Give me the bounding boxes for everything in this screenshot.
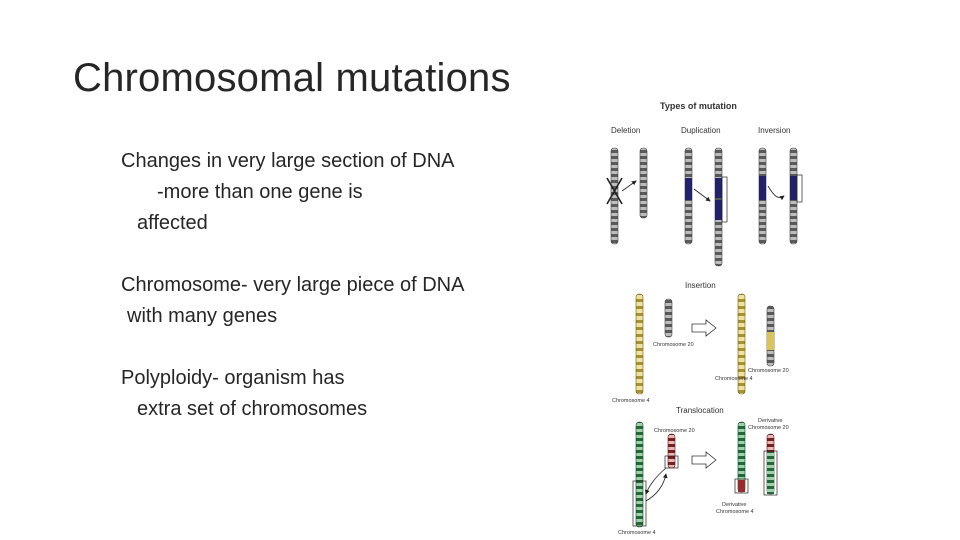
arrow-icon (644, 467, 667, 495)
label-duplication: Duplication (681, 126, 721, 135)
arrow-icon (645, 473, 668, 502)
chromosome-shape (639, 147, 648, 219)
label-inversion: Inversion (758, 126, 790, 135)
bracket (796, 174, 803, 203)
label-chromosome-4: Chromosome 4 (618, 530, 656, 536)
label-chromosome-20: Chromosome 20 (653, 342, 694, 348)
body-line: Changes in very large section of DNA (121, 150, 455, 172)
chromosome-shape (737, 293, 746, 395)
inverted-segment (759, 176, 766, 200)
translocated-segment (738, 480, 745, 492)
bracket (734, 478, 749, 494)
bracket (632, 480, 647, 527)
body-line: with many genes (127, 305, 278, 327)
slide-body: Changes in very large section of DNA -mo… (121, 146, 464, 425)
label-chromosome-4: Chromosome 4 (612, 398, 650, 404)
figure-title: Types of mutation (660, 101, 737, 111)
chromosome-shape (635, 421, 644, 528)
label-chromosome-20: Chromosome 20 (654, 428, 695, 434)
label-chromosome-4: Chromosome 4 (715, 376, 753, 382)
deletion-example (606, 147, 648, 245)
mutation-types-figure: Types of mutation Deletion Duplication I… (598, 96, 810, 540)
body-line: -more than one gene is (157, 181, 363, 203)
inserted-segment (767, 332, 774, 350)
bracket (721, 176, 728, 223)
label-insertion: Insertion (685, 281, 716, 290)
right-arrow-icon (691, 451, 717, 469)
body-line: affected (137, 212, 208, 234)
translocation-example: Chromosome 20 Derivative Chromosome 20 D… (618, 418, 789, 536)
mutation-diagram: Types of mutation Deletion Duplication I… (606, 101, 803, 536)
arrow-icon (767, 185, 785, 201)
chromosome-shape (667, 433, 676, 469)
chromosome-shape (664, 298, 673, 338)
right-arrow-icon (691, 319, 717, 337)
label-derivative-20: Chromosome 20 (748, 425, 789, 431)
bracket (664, 455, 679, 469)
body-line: extra set of chromosomes (137, 398, 368, 420)
label-derivative-4: Derivative (722, 502, 746, 508)
slide-title: Chromosomal mutations (73, 56, 511, 100)
label-derivative-20: Derivative (758, 418, 782, 424)
body-line: Chromosome- very large piece of DNA (121, 274, 465, 296)
label-translocation: Translocation (676, 406, 724, 415)
duplicated-segment (685, 178, 692, 200)
translocated-segment (767, 452, 774, 494)
bracket (763, 450, 778, 496)
arrow-icon (693, 188, 711, 202)
arrow-icon (621, 180, 637, 192)
label-derivative-4: Chromosome 4 (716, 509, 754, 515)
body-line: Polyploidy- organism has (121, 367, 345, 389)
insertion-example: Chromosome 20 Chromosome 20 Chromosome 4… (612, 293, 789, 404)
inversion-example (758, 147, 803, 245)
label-deletion: Deletion (611, 126, 640, 135)
label-chromosome-20: Chromosome 20 (748, 368, 789, 374)
duplicated-segment (715, 178, 722, 198)
deletion-cross-icon (606, 177, 623, 205)
chromosome-shape (635, 293, 644, 395)
duplication-example (684, 147, 728, 267)
duplicated-segment (715, 200, 722, 220)
inverted-segment (790, 176, 797, 200)
